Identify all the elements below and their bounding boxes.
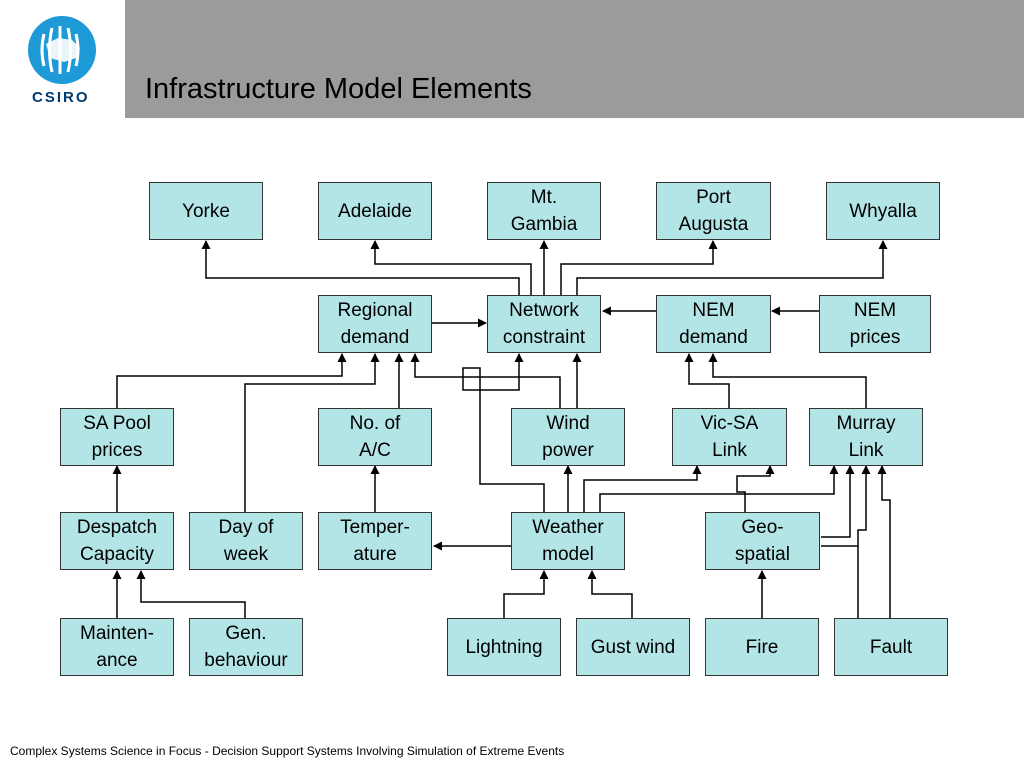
edge-gustwind-to-weather [587, 570, 633, 618]
node-maintenance: Mainten- ance [60, 618, 174, 676]
node-nem-demand: NEM demand [656, 295, 771, 353]
node-gen-behaviour: Gen. behaviour [189, 618, 303, 676]
node-adelaide: Adelaide [318, 182, 432, 240]
edge-network-to-adelaide [370, 240, 532, 296]
page-title: Infrastructure Model Elements [145, 73, 532, 105]
csiro-logo-icon [28, 16, 96, 84]
edge-genbehaviour-to-despatch [136, 570, 246, 618]
logo-text: CSIRO [32, 89, 90, 106]
node-fault: Fault [834, 618, 948, 676]
title-bar: Infrastructure Model Elements [125, 0, 1024, 118]
edge-weather-to-vicsa [583, 465, 702, 512]
edge-network-to-yorke [201, 240, 520, 296]
edge-windpower-to-regional [410, 353, 561, 408]
edge-sapool-to-regional [116, 353, 347, 408]
node-weather-model: Weather model [511, 512, 625, 570]
logo-area: CSIRO [0, 0, 125, 118]
edge-lightning-to-weather [503, 570, 549, 618]
edge-weather-to-murray [599, 465, 839, 512]
node-sa-pool-prices: SA Pool prices [60, 408, 174, 466]
edge-vicsa-to-nemdemand [684, 353, 730, 408]
edge-geo-to-murray [821, 465, 855, 538]
edge-dayofweek-to-regional [244, 353, 380, 512]
node-day-of-week: Day of week [189, 512, 303, 570]
node-vic-sa-link: Vic-SA Link [672, 408, 787, 466]
node-nem-prices: NEM prices [819, 295, 931, 353]
node-wind-power: Wind power [511, 408, 625, 466]
node-fire: Fire [705, 618, 819, 676]
node-no-of-ac: No. of A/C [318, 408, 432, 466]
node-lightning: Lightning [447, 618, 561, 676]
footer-text: Complex Systems Science in Focus - Decis… [10, 744, 565, 758]
edge-fault-to-murray-2 [877, 465, 891, 618]
node-port-augusta: Port Augusta [656, 182, 771, 240]
edge-geo-to-vicsa [736, 465, 775, 512]
node-geo-spatial: Geo- spatial [705, 512, 820, 570]
edge-murray-to-nemdemand [708, 353, 867, 408]
node-regional-demand: Regional demand [318, 295, 432, 353]
edge-weather-to-network [462, 353, 545, 512]
node-yorke: Yorke [149, 182, 263, 240]
node-mt-gambia: Mt. Gambia [487, 182, 601, 240]
node-whyalla: Whyalla [826, 182, 940, 240]
node-murray-link: Murray Link [809, 408, 923, 466]
node-network-constraint: Network constraint [487, 295, 601, 353]
edge-network-to-portaugusta [560, 240, 718, 296]
node-gust-wind: Gust wind [576, 618, 690, 676]
edge-network-to-whyalla [576, 240, 888, 296]
node-despatch-capacity: Despatch Capacity [60, 512, 174, 570]
node-temperature: Temper- ature [318, 512, 432, 570]
edge-geo-to-murray-2 [821, 465, 871, 547]
